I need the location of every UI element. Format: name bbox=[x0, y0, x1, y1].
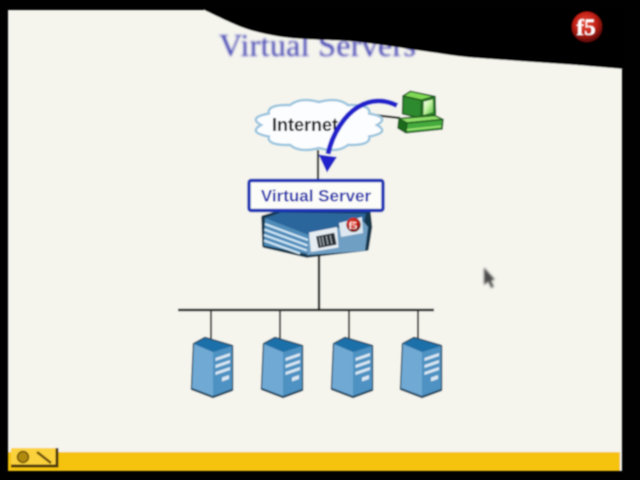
svg-text:Internet: Internet bbox=[272, 115, 338, 135]
svg-text:f5: f5 bbox=[576, 15, 595, 40]
svg-text:Virtual Server: Virtual Server bbox=[261, 187, 372, 206]
svg-text:f5: f5 bbox=[349, 221, 357, 232]
